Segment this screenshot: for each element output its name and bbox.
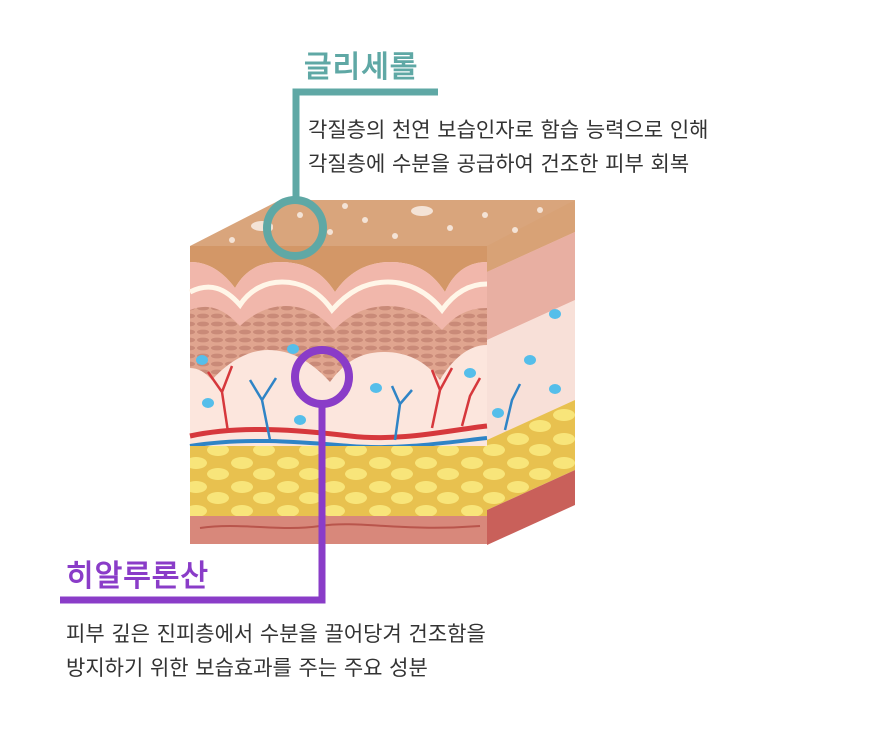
glycerol-title: 글리세롤 (304, 50, 419, 85)
cube-right-face (487, 200, 575, 545)
hyaluronic-acid-description: 피부 깊은 진피층에서 수분을 끌어당겨 건조함을 방지하기 위한 보습효과를 … (66, 617, 486, 685)
glycerol-description: 각질층의 천연 보습인자로 함습 능력으로 인해 각질층에 수분을 공급하여 건… (308, 113, 708, 181)
glycerol-connector (263, 88, 438, 260)
hyaluronic-acid-description-line-1: 피부 깊은 진피층에서 수분을 끌어당겨 건조함을 (66, 622, 486, 646)
cube-top-face (190, 200, 575, 246)
cube-front-face (188, 246, 561, 544)
hyaluronic-acid-title: 히알루론산 (66, 559, 209, 594)
hyaluronic-connector (60, 346, 353, 604)
glycerol-description-line-2: 각질층에 수분을 공급하여 건조한 피부 회복 (308, 152, 690, 176)
glycerol-description-line-1: 각질층의 천연 보습인자로 함습 능력으로 인해 (308, 118, 709, 142)
hyaluronic-acid-description-line-2: 방지하기 위한 보습효과를 주는 주요 성분 (66, 656, 428, 680)
